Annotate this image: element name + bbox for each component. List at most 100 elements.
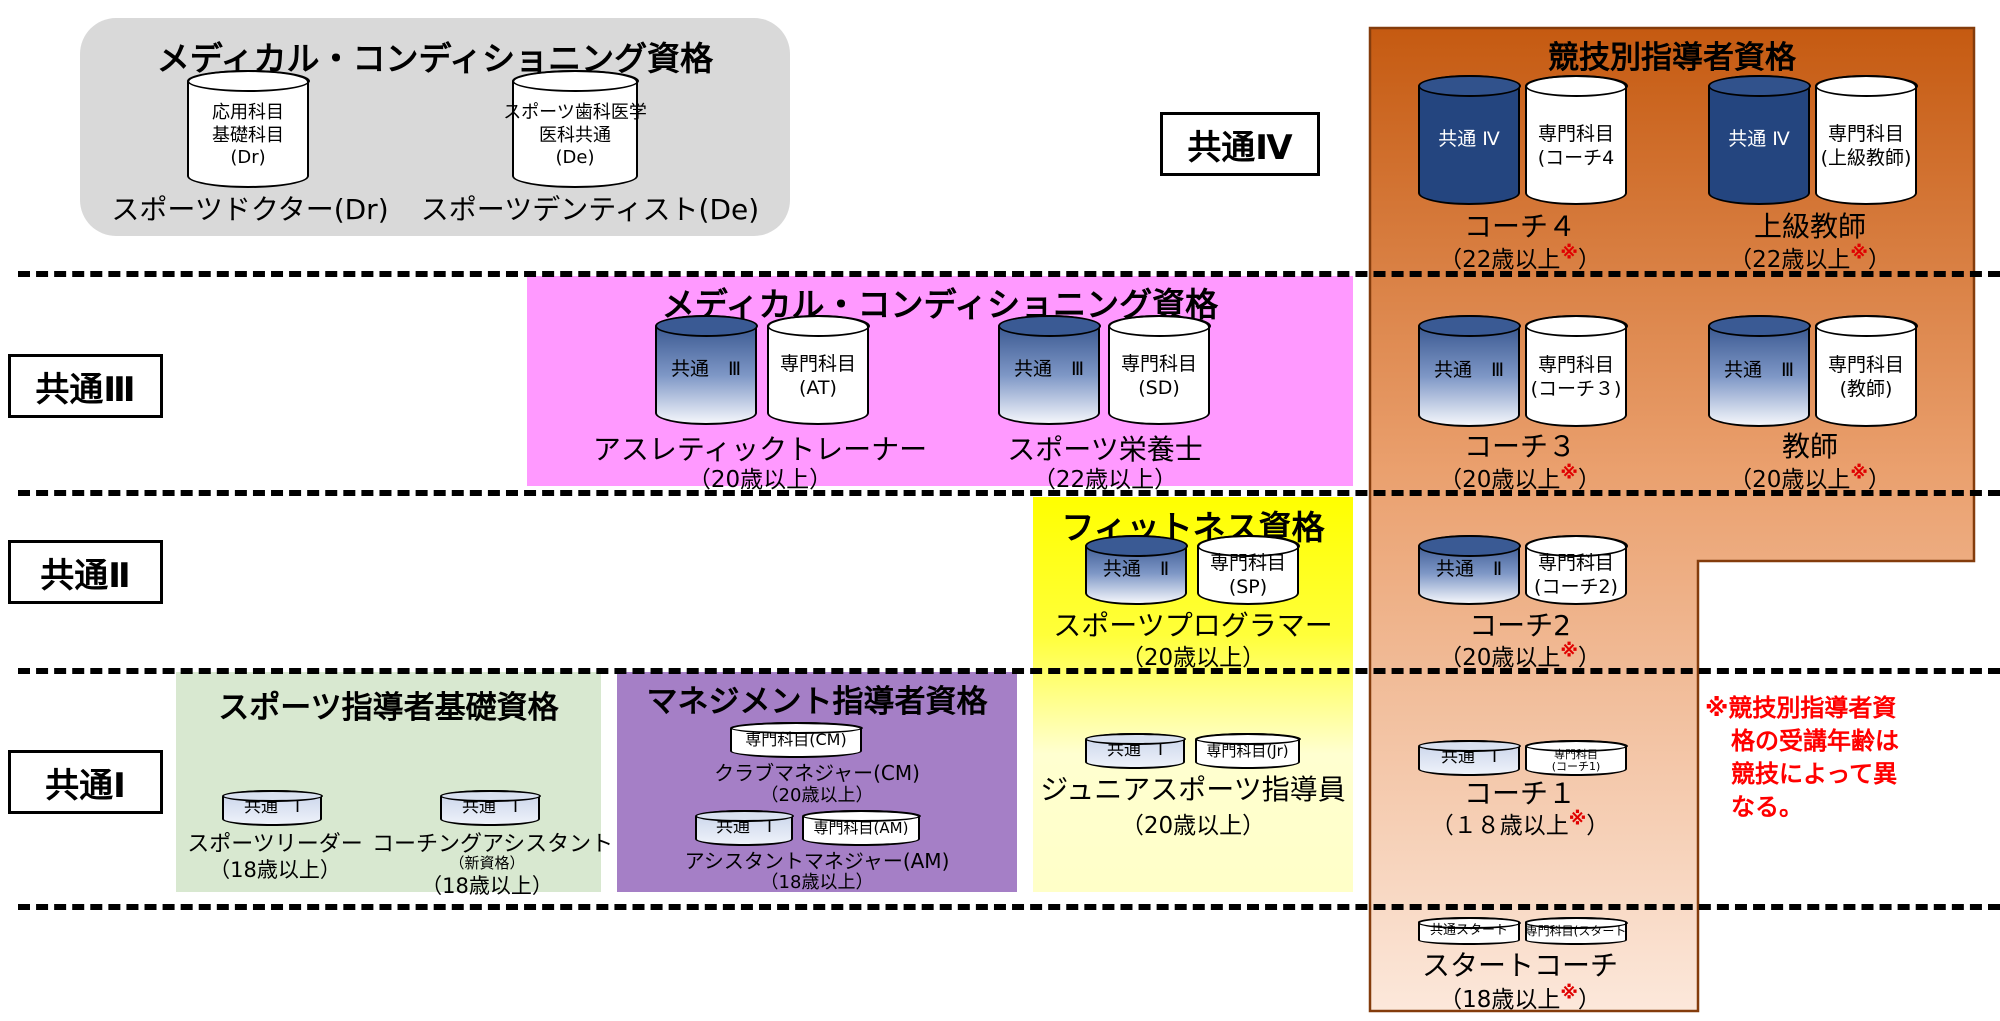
sp-specialty-cylinder: 専門科目(SP) — [1196, 534, 1300, 605]
at-cyl-line2: (AT) — [799, 377, 837, 399]
sd-name: スポーツ栄養士 — [1007, 433, 1203, 466]
leader-common-cylinder: 共通 Ⅰ — [221, 789, 323, 826]
senior-common-cylinder: 共通 Ⅳ — [1707, 74, 1811, 205]
dr-cyl-line1: 応用科目 — [212, 102, 284, 124]
note-line4: なる。 — [1731, 793, 1803, 822]
fitness-title: フィットネス資格 — [1061, 508, 1325, 547]
coach3-cyl-line1: 専門科目 — [1537, 354, 1614, 377]
senior-name: 上級教師 — [1753, 210, 1866, 243]
teacher-age-mark: ※ — [1850, 462, 1868, 484]
sport-title: 競技別指導者資格 — [1548, 40, 1796, 76]
coach2-age-close: ） — [1577, 645, 1601, 671]
senior-cyl-line2: (上級教師) — [1820, 147, 1912, 169]
sd-age: （22歳以上） — [1032, 467, 1178, 493]
basic-title: スポーツ指導者基礎資格 — [218, 690, 559, 726]
basic-panel: スポーツ指導者基礎資格 — [176, 672, 601, 892]
coach1-specialty-cylinder: 専門科目(コーチ1) — [1524, 739, 1628, 776]
sd-cyl-line1: 専門科目 — [1120, 353, 1197, 376]
age-note: ※競技別指導者資 格の受講年齢は 競技によって異 なる。 — [1705, 692, 1955, 824]
level-iii-label: 共通Ⅲ — [8, 354, 163, 418]
senior-age-close: ） — [1867, 247, 1891, 273]
level-ii-label: 共通Ⅱ — [8, 540, 163, 604]
teacher-common-cylinder: 共通 Ⅲ — [1707, 314, 1811, 427]
at-age: （20歳以上） — [687, 467, 833, 493]
teacher-cyl-line1: 専門科目 — [1827, 354, 1904, 377]
coach2-age: （20歳以上※） — [1400, 638, 1640, 672]
dr-cyl-line2: 基礎科目 — [212, 124, 284, 146]
level-i-label: 共通Ⅰ — [8, 750, 163, 814]
senior-age: （22歳以上※） — [1690, 240, 1930, 274]
sd-specialty-cylinder: 専門科目(SD) — [1107, 314, 1211, 425]
level-separator-3 — [18, 668, 2000, 674]
teacher-cyl-line2: (教師) — [1839, 378, 1893, 400]
start-specialty-cylinder: 専門科目(スタート — [1524, 916, 1628, 945]
teacher-specialty-cylinder: 専門科目(教師) — [1814, 314, 1918, 427]
am-specialty-cylinder: 専門科目(AM) — [801, 809, 921, 846]
coach4-age-close: ） — [1577, 247, 1601, 273]
coach4-common-cylinder: 共通 Ⅳ — [1417, 74, 1521, 205]
sp-cyl-line1: 専門科目 — [1209, 552, 1286, 575]
start-age-close: ） — [1577, 987, 1601, 1013]
de-cyl-line2: 医科共通 — [539, 124, 611, 146]
coach3-age-mark: ※ — [1560, 462, 1578, 484]
teacher-age-text: （20歳以上 — [1729, 467, 1851, 493]
teacher-age-close: ） — [1867, 467, 1891, 493]
teacher-name: 教師 — [1781, 430, 1838, 463]
senior-specialty-cylinder: 専門科目(上級教師) — [1814, 74, 1918, 205]
medical-top-panel: メディカル・コンディショニング資格 — [80, 18, 790, 236]
senior-age-text: （22歳以上 — [1729, 247, 1851, 273]
leader-age: （18歳以上） — [209, 858, 341, 882]
dr-cyl-line3: (Dr) — [230, 147, 266, 169]
at-specialty-cylinder: 専門科目(AT) — [766, 314, 870, 425]
coach3-age-text: （20歳以上 — [1439, 467, 1561, 493]
medical-mid-title: メディカル・コンディショニング資格 — [661, 285, 1219, 324]
jr-common-cylinder: 共通 Ⅰ — [1084, 732, 1186, 769]
coach2-name: コーチ2 — [1469, 609, 1571, 642]
coach1-age-close: ） — [1586, 813, 1610, 839]
sp-cyl-line2: (SP) — [1228, 576, 1268, 598]
teacher-age: （20歳以上※） — [1690, 460, 1930, 494]
sd-cyl-line2: (SD) — [1138, 377, 1180, 399]
note-line3: 競技によって異 — [1731, 760, 1898, 789]
coach2-age-text: （20歳以上 — [1439, 645, 1561, 671]
coach4-cyl-line2: (コーチ4 — [1537, 147, 1615, 169]
start-age: （18歳以上※） — [1400, 980, 1640, 1014]
note-line1: ※競技別指導者資 — [1705, 694, 1897, 722]
jr-age: （20歳以上） — [1120, 813, 1266, 839]
cm-specialty-cylinder: 専門科目(CM) — [729, 721, 863, 758]
coach4-specialty-cylinder: 専門科目(コーチ4 — [1524, 74, 1628, 205]
am-common-cylinder: 共通 Ⅰ — [694, 809, 794, 846]
level-iv-label: 共通Ⅳ — [1160, 112, 1320, 176]
sp-age: （20歳以上） — [1120, 645, 1266, 671]
coach4-age: （22歳以上※） — [1400, 240, 1640, 274]
coach1-name: コーチ１ — [1463, 777, 1576, 810]
start-common-cylinder: 共通スタート — [1417, 916, 1521, 945]
assistant-common-cylinder: 共通 Ⅰ — [439, 789, 541, 826]
at-cyl-line1: 専門科目 — [779, 353, 856, 376]
assistant-sub: （新資格） — [449, 854, 525, 872]
coach4-name: コーチ４ — [1463, 210, 1576, 243]
level-separator-2 — [18, 490, 2000, 496]
cm-name: クラブマネジャー(CM) — [714, 761, 920, 785]
coach1-common-cylinder: 共通 Ⅰ — [1417, 739, 1521, 776]
coach3-name: コーチ３ — [1463, 430, 1576, 463]
assistant-name: コーチングアシスタント — [372, 832, 614, 857]
level-separator-1 — [18, 271, 2000, 277]
am-age: （18歳以上） — [760, 872, 874, 893]
coach4-age-text: （22歳以上 — [1439, 247, 1561, 273]
de-name: スポーツデンティスト(De) — [420, 193, 760, 226]
senior-age-mark: ※ — [1850, 242, 1868, 264]
assistant-age: （18歳以上） — [421, 874, 553, 898]
am-name: アシスタントマネジャー(AM) — [684, 849, 950, 873]
dr-name: スポーツドクター(Dr) — [111, 193, 389, 226]
sp-common-cylinder: 共通 Ⅱ — [1084, 534, 1188, 605]
coach3-age-close: ） — [1577, 467, 1601, 493]
note-line2: 格の受講年齢は — [1731, 727, 1899, 756]
at-common-cylinder: 共通 Ⅲ — [654, 314, 758, 425]
medical-top-title: メディカル・コンディショニング資格 — [156, 39, 714, 78]
coach3-common-cylinder: 共通 Ⅲ — [1417, 314, 1521, 427]
de-cyl-line1: スポーツ歯科医学 — [503, 102, 647, 124]
jr-name: ジュニアスポーツ指導員 — [1040, 773, 1346, 806]
coach3-age: （20歳以上※） — [1400, 460, 1640, 494]
coach2-age-mark: ※ — [1560, 640, 1578, 662]
